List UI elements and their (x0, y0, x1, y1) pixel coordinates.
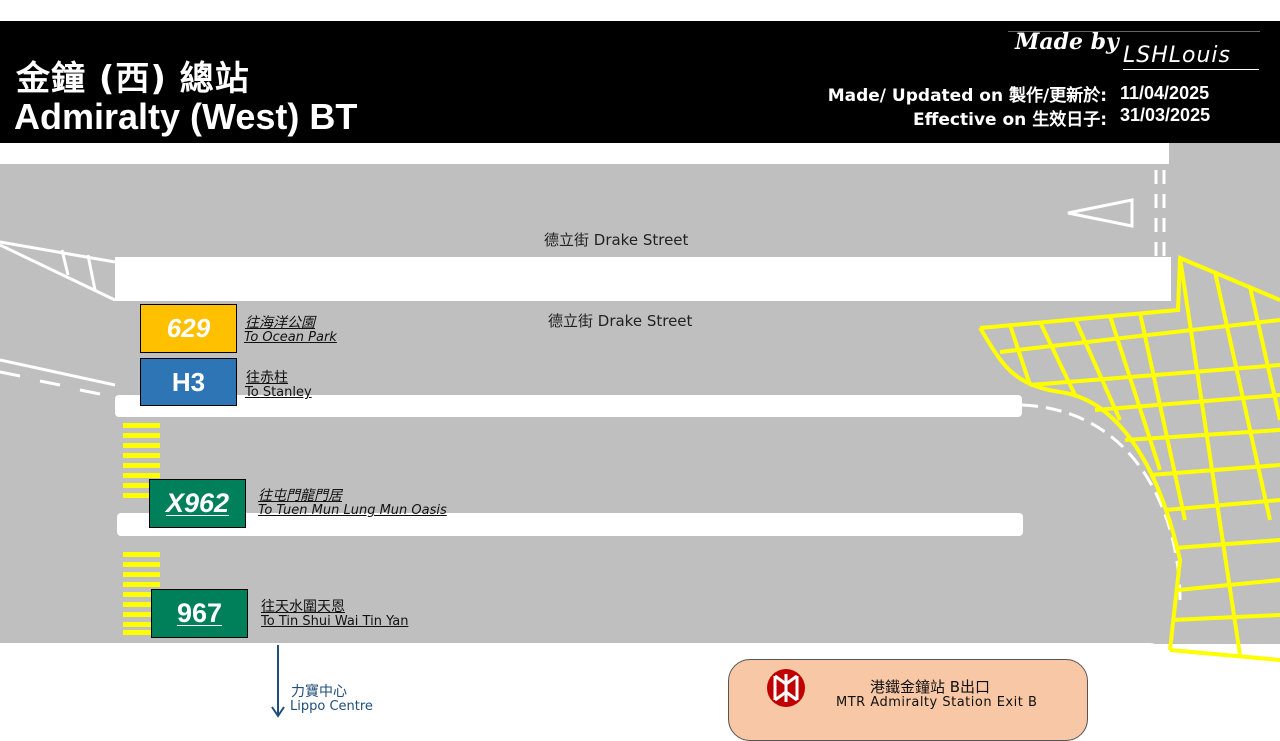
route-629-dest-zh: 往海洋公園 (245, 315, 315, 331)
island-lower (117, 513, 1023, 536)
route-number: 629 (166, 313, 211, 343)
author-underline (1123, 69, 1259, 70)
title-chinese: 金鐘 (西) 總站 (16, 59, 250, 99)
updated-date: 11/04/2025 (1120, 83, 1210, 103)
made-by-divider (1008, 31, 1260, 32)
street-label-lower: 德立街 Drake Street (548, 312, 693, 330)
route-x962-dest-zh: 往屯門龍門居 (258, 488, 342, 504)
road-area-corner (1169, 143, 1280, 164)
route-h3-dest-en: To Stanley (245, 385, 312, 400)
effective-label: Effective on 生效日子: (913, 110, 1107, 130)
street-label-upper: 德立街 Drake Street (544, 231, 689, 249)
route-967-badge[interactable]: 967 (151, 589, 248, 638)
route-967-dest-en: To Tin Shui Wai Tin Yan (261, 614, 409, 629)
route-967-dest-zh: 往天水圍天恩 (261, 599, 345, 615)
mtr-logo-icon (767, 669, 805, 707)
island-middle (115, 395, 1022, 417)
route-x962-dest-en: To Tuen Mun Lung Mun Oasis (258, 503, 447, 518)
route-number: 967 (176, 598, 223, 628)
lippo-centre-zh: 力寶中心 (291, 684, 347, 700)
made-by-label: Made by (1015, 29, 1119, 55)
down-arrow-icon (271, 645, 285, 718)
route-h3-badge[interactable]: H3 (140, 358, 237, 406)
title-english: Admiralty (West) BT (14, 96, 358, 137)
road-markings (0, 170, 1280, 662)
effective-date: 31/03/2025 (1120, 105, 1211, 125)
header-bar: 金鐘 (西) 總站 Admiralty (West) BT Made by LS… (0, 21, 1280, 143)
mtr-exit-zh: 港鐵金鐘站 B出口 (870, 678, 991, 696)
mtr-exit-en: MTR Admiralty Station Exit B (836, 695, 1038, 710)
route-629-badge[interactable]: 629 (140, 304, 237, 353)
top-footpath (0, 143, 1169, 164)
route-629-dest-en: To Ocean Park (244, 330, 337, 345)
route-number: H3 (171, 366, 206, 397)
author-name: LSHLouis (1123, 43, 1231, 68)
route-number: X962 (165, 488, 230, 518)
updated-label: Made/ Updated on 製作/更新於: (827, 86, 1107, 106)
route-h3-dest-zh: 往赤柱 (246, 370, 288, 386)
route-x962-badge[interactable]: X962 (149, 479, 246, 528)
island-upper (115, 257, 1171, 301)
lippo-centre-en: Lippo Centre (290, 699, 373, 714)
